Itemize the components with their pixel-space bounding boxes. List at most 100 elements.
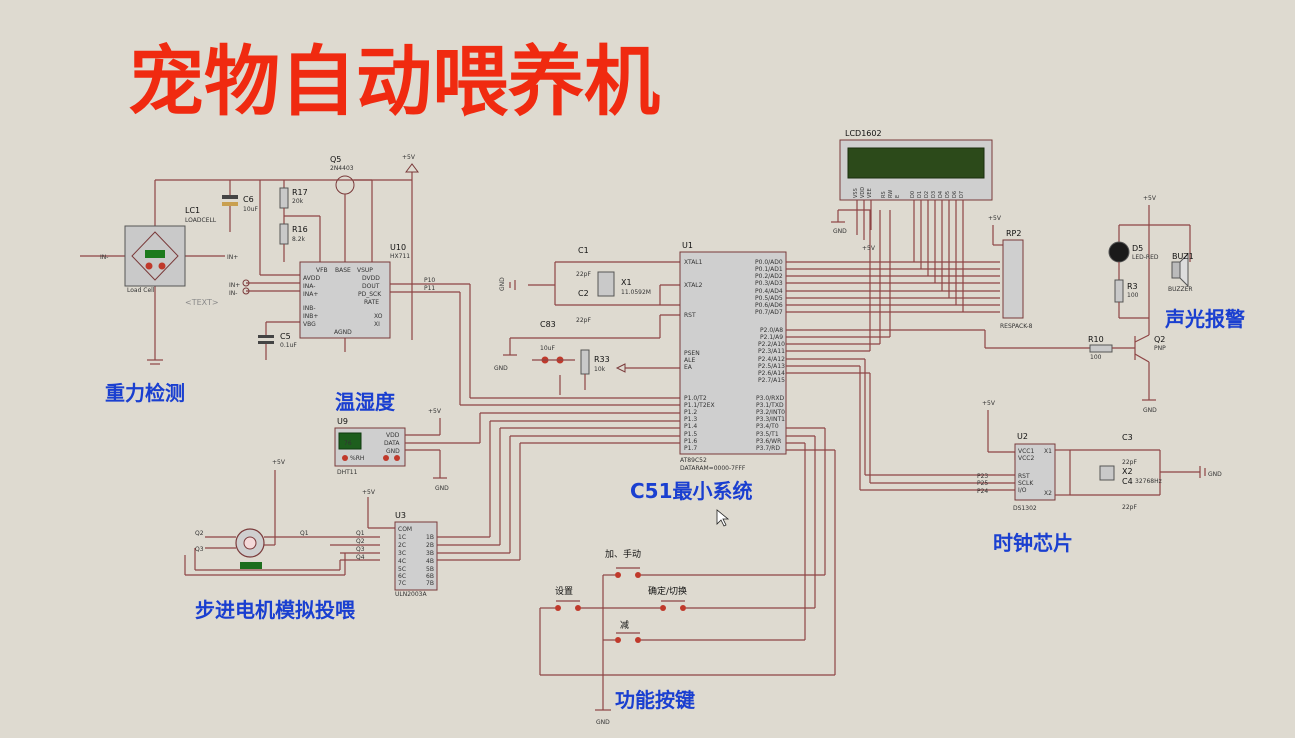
- stepper-section: +5V Q2 Q3 Q1 Q1 Q2 Q3 Q4 +5V U3 ULN2003A…: [184, 420, 680, 622]
- svg-text:PSEN: PSEN: [684, 350, 700, 357]
- svg-text:I/O: I/O: [1018, 487, 1027, 494]
- u9-ref: U9: [337, 417, 348, 426]
- u10-body[interactable]: [299, 261, 391, 339]
- d5-ref: D5: [1132, 244, 1143, 253]
- button-add-manual[interactable]: 加、手动: [605, 548, 641, 560]
- rp2-part: RESPACK-8: [1000, 323, 1033, 330]
- label-alarm: 声光报警: [1164, 307, 1245, 331]
- svg-text:VDD: VDD: [386, 432, 400, 439]
- svg-text:DVDD: DVDD: [362, 275, 380, 282]
- u3-ref: U3: [395, 511, 406, 520]
- net-q1: Q1: [300, 530, 309, 537]
- r10-resistor: [1089, 344, 1113, 353]
- r10-val: 100: [1090, 354, 1102, 361]
- svg-text:Q2: Q2: [356, 538, 365, 545]
- svg-text:P3.5/T1: P3.5/T1: [756, 431, 779, 438]
- svg-text:P3.3/INT1: P3.3/INT1: [756, 416, 785, 423]
- svg-text:P2.3/A11: P2.3/A11: [758, 348, 785, 355]
- lc1-caption: Load Cell: [127, 287, 155, 294]
- svg-text:P0.7/AD7: P0.7/AD7: [755, 309, 783, 316]
- label-temp-humidity: 温湿度: [335, 390, 396, 414]
- svg-text:GND: GND: [386, 448, 400, 455]
- net-q2: Q2: [195, 530, 204, 537]
- svg-text:1C: 1C: [398, 534, 406, 541]
- svg-text:XTAL1: XTAL1: [684, 259, 703, 266]
- gnd-keys: GND: [596, 719, 610, 726]
- svg-text:RATE: RATE: [364, 299, 379, 306]
- u2-body[interactable]: [1014, 443, 1056, 501]
- u9-rh: %RH: [350, 455, 364, 462]
- svg-text:P3.2/INT0: P3.2/INT0: [756, 409, 785, 416]
- svg-text:5B: 5B: [426, 566, 434, 573]
- hx711-chip: U10 HX711 VFB BASE VSUP AVDD INA- INA+ I…: [299, 243, 680, 406]
- svg-text:P2.4/A12: P2.4/A12: [758, 356, 785, 363]
- x1-crystal: [597, 271, 615, 297]
- label-function-keys: 功能按键: [615, 688, 695, 712]
- r3-ref: R3: [1127, 282, 1138, 291]
- svg-text:3C: 3C: [398, 550, 406, 557]
- svg-text:D7: D7: [959, 191, 965, 198]
- svg-text:AVDD: AVDD: [303, 275, 320, 282]
- svg-text:X1: X1: [1044, 448, 1052, 455]
- svg-text:RST: RST: [684, 312, 696, 319]
- u1-part: AT89C52: [680, 457, 707, 464]
- svg-text:VFB: VFB: [316, 267, 328, 274]
- button-confirm-switch[interactable]: 确定/切换: [648, 585, 687, 597]
- svg-text:SCLK: SCLK: [1018, 480, 1034, 487]
- svg-text:3B: 3B: [426, 550, 434, 557]
- net-p23: P23: [977, 473, 988, 480]
- svg-text:2C: 2C: [398, 542, 406, 549]
- button-set[interactable]: 设置: [555, 586, 573, 597]
- gnd-osc: GND: [499, 277, 506, 291]
- lc1-ref: LC1: [185, 206, 200, 215]
- svg-text:P1.1/T2EX: P1.1/T2EX: [684, 402, 715, 409]
- svg-text:RS: RS: [881, 191, 887, 198]
- button-minus[interactable]: 减: [620, 619, 629, 631]
- svg-text:P2.6/A14: P2.6/A14: [758, 370, 785, 377]
- u3-part: ULN2003A: [395, 591, 427, 598]
- c4-ref: C4: [1122, 477, 1133, 486]
- svg-text:INA+: INA+: [303, 291, 318, 298]
- vcc-dht: +5V: [428, 408, 442, 415]
- svg-text:VSS: VSS: [853, 188, 859, 198]
- svg-text:ALE: ALE: [684, 357, 695, 364]
- vcc-rtc: +5V: [982, 400, 996, 407]
- hx711-support: C6 10uF R17 20k R16 8.2k Q5 2N4403 +5V I…: [222, 154, 419, 360]
- u3-body[interactable]: [394, 521, 438, 591]
- u2-part: DS1302: [1013, 505, 1037, 512]
- svg-text:4C: 4C: [398, 558, 406, 565]
- c3-ref: C3: [1122, 433, 1133, 442]
- buz1-ref: BUZ1: [1172, 252, 1194, 261]
- svg-text:P2.2/A10: P2.2/A10: [758, 341, 785, 348]
- r33-val: 10k: [594, 366, 606, 373]
- r10-ref: R10: [1088, 335, 1104, 344]
- svg-text:1B: 1B: [426, 534, 434, 541]
- svg-text:INB-: INB-: [303, 305, 316, 312]
- svg-text:DOUT: DOUT: [362, 283, 380, 290]
- svg-text:P0.2/AD2: P0.2/AD2: [755, 273, 783, 280]
- svg-text:XO: XO: [374, 313, 383, 320]
- svg-text:P1.2: P1.2: [684, 409, 697, 416]
- svg-text:P2.0/A8: P2.0/A8: [760, 327, 783, 334]
- svg-text:P2.7/A15: P2.7/A15: [758, 377, 785, 384]
- label-clock-chip: 时钟芯片: [993, 531, 1073, 555]
- svg-text:P3.1/TXD: P3.1/TXD: [756, 402, 784, 409]
- svg-text:VBG: VBG: [303, 321, 316, 328]
- r17-ref: R17: [292, 188, 308, 197]
- rp2-body[interactable]: [1002, 239, 1024, 319]
- vcc-uln: +5V: [362, 489, 376, 496]
- c3-val: 22pF: [1122, 459, 1137, 466]
- svg-text:VCC2: VCC2: [1018, 455, 1034, 462]
- mcu-chip: U1 XTAL1 XTAL2 RST PSEN ALE EA P1.0/T2 P…: [540, 210, 1090, 676]
- c5-ref: C5: [280, 332, 291, 341]
- r33-ref: R33: [594, 355, 610, 364]
- net-p24: P24: [977, 488, 988, 495]
- svg-text:P0.0/AD0: P0.0/AD0: [755, 259, 783, 266]
- hx-in-plus: IN+: [229, 282, 240, 289]
- cursor-icon: [716, 509, 730, 527]
- u10-ref: U10: [390, 243, 406, 252]
- u1-body[interactable]: [679, 251, 787, 455]
- c5-val: 0.1uF: [280, 342, 297, 349]
- q2-ref: Q2: [1154, 335, 1165, 344]
